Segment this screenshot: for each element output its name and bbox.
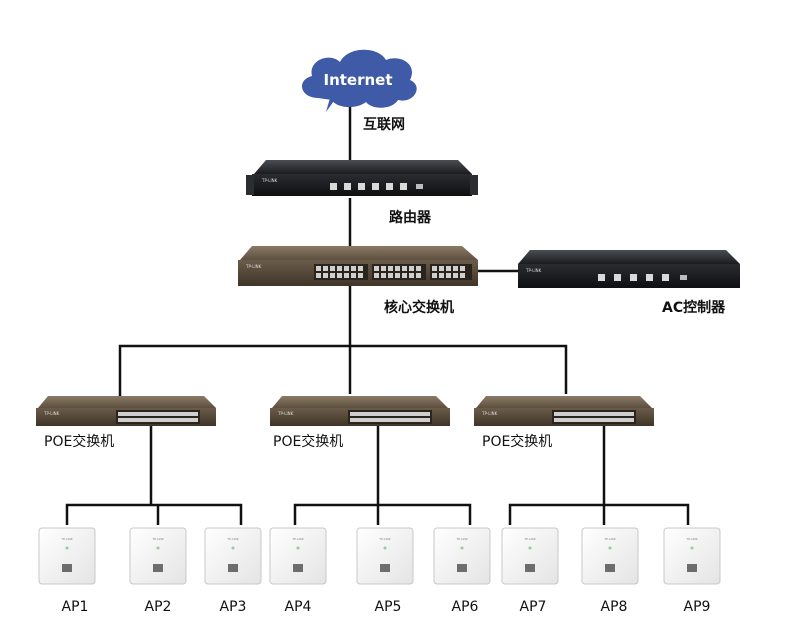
ethernet-port-icon <box>293 564 303 572</box>
access-point: TP-LINK AP3 <box>204 527 262 615</box>
poe-switch-2: TP-LINK <box>270 396 450 426</box>
router-ear-left <box>246 175 254 195</box>
access-points: TP-LINK AP1 TP-LINK AP2 TP-LINK AP3 TP-LINK AP4… <box>38 527 721 615</box>
access-point-brand: TP-LINK <box>603 537 616 541</box>
internet-caption: 互联网 <box>363 117 405 133</box>
ac-ports <box>598 274 687 281</box>
access-point-brand: TP-LINK <box>60 537 73 541</box>
access-point-panel <box>663 527 721 585</box>
access-point-label: AP5 <box>375 599 402 615</box>
status-led-icon <box>690 546 694 550</box>
poe-switch-top <box>38 396 216 408</box>
ethernet-port-icon <box>457 564 467 572</box>
ethernet-port-icon <box>605 564 615 572</box>
cloud-label: Internet <box>323 71 392 89</box>
link-poe3-aps <box>508 503 690 525</box>
access-point-label: AP9 <box>684 599 711 615</box>
ac-front <box>518 264 740 288</box>
router-device: TP-LINK <box>246 160 478 196</box>
status-led-icon <box>608 546 612 550</box>
poe-switch-brand: TP-LINK <box>43 411 60 416</box>
poe-switch-top <box>272 396 448 408</box>
access-point-label: AP6 <box>452 599 479 615</box>
access-point-panel <box>433 527 491 585</box>
core-switch-top <box>240 246 478 260</box>
internet-cloud: Internet <box>301 49 417 112</box>
ac-controller-device: TP-LINK <box>518 250 740 288</box>
ac-caption: AC控制器 <box>662 299 726 316</box>
ethernet-port-icon <box>62 564 72 572</box>
access-point-label: AP3 <box>220 599 247 615</box>
access-point-label: AP1 <box>62 599 89 615</box>
status-led-icon <box>383 546 387 550</box>
access-point: TP-LINK AP2 <box>129 527 187 615</box>
poe-switch-top <box>476 396 652 408</box>
router-brand: TP-LINK <box>261 178 278 183</box>
link-core-distribution <box>118 344 568 396</box>
ac-top <box>518 250 740 264</box>
status-led-icon <box>65 546 69 550</box>
access-point: TP-LINK AP6 <box>433 527 491 615</box>
access-point: TP-LINK AP8 <box>581 527 639 615</box>
poe-switch-3-caption: POE交换机 <box>482 433 552 450</box>
access-point: TP-LINK AP5 <box>356 527 414 615</box>
router-ear-right <box>470 175 478 195</box>
access-point: TP-LINK AP4 <box>269 527 327 615</box>
access-point-panel <box>581 527 639 585</box>
ethernet-port-icon <box>153 564 163 572</box>
core-switch-ports <box>314 264 472 280</box>
access-point-label: AP2 <box>145 599 172 615</box>
access-point-brand: TP-LINK <box>455 537 468 541</box>
poe-switch-brand: TP-LINK <box>277 411 294 416</box>
access-point-panel <box>129 527 187 585</box>
ethernet-port-icon <box>525 564 535 572</box>
cloud-tail <box>326 98 336 112</box>
ac-brand: TP-LINK <box>525 268 542 273</box>
router-top <box>254 160 472 174</box>
access-point-label: AP8 <box>601 599 628 615</box>
access-point: TP-LINK AP1 <box>38 527 96 615</box>
poe-switch-1-caption: POE交换机 <box>44 433 114 450</box>
access-point-brand: TP-LINK <box>151 537 164 541</box>
access-point-brand: TP-LINK <box>378 537 391 541</box>
poe-switch-brand: TP-LINK <box>481 411 498 416</box>
core-switch-brand: TP-LINK <box>245 264 262 269</box>
core-switch-device: TP-LINK <box>238 246 478 286</box>
link-poe1-aps <box>65 503 243 525</box>
core-switch-caption: 核心交换机 <box>384 299 454 316</box>
status-led-icon <box>296 546 300 550</box>
access-point-panel <box>501 527 559 585</box>
access-point-brand: TP-LINK <box>291 537 304 541</box>
status-led-icon <box>231 546 235 550</box>
access-point-brand: TP-LINK <box>685 537 698 541</box>
access-point: TP-LINK AP7 <box>501 527 559 615</box>
ethernet-port-icon <box>687 564 697 572</box>
access-point-label: AP7 <box>520 599 547 615</box>
access-point-panel <box>38 527 96 585</box>
connection-lines <box>65 100 690 525</box>
status-led-icon <box>460 546 464 550</box>
link-poe2-aps <box>293 503 472 525</box>
router-ports <box>330 183 423 190</box>
access-point: TP-LINK AP9 <box>663 527 721 615</box>
ethernet-port-icon <box>228 564 238 572</box>
access-point-panel <box>204 527 262 585</box>
cloud-icon <box>301 49 417 108</box>
status-led-icon <box>156 546 160 550</box>
access-point-panel <box>269 527 327 585</box>
status-led-icon <box>528 546 532 550</box>
access-point-brand: TP-LINK <box>226 537 239 541</box>
access-point-label: AP4 <box>285 599 312 615</box>
poe-switch-1: TP-LINK <box>36 396 216 426</box>
access-point-panel <box>356 527 414 585</box>
router-caption: 路由器 <box>389 209 432 226</box>
access-point-brand: TP-LINK <box>523 537 536 541</box>
poe-switch-3: TP-LINK <box>474 396 654 426</box>
ethernet-port-icon <box>380 564 390 572</box>
poe-switch-2-caption: POE交换机 <box>273 433 343 450</box>
